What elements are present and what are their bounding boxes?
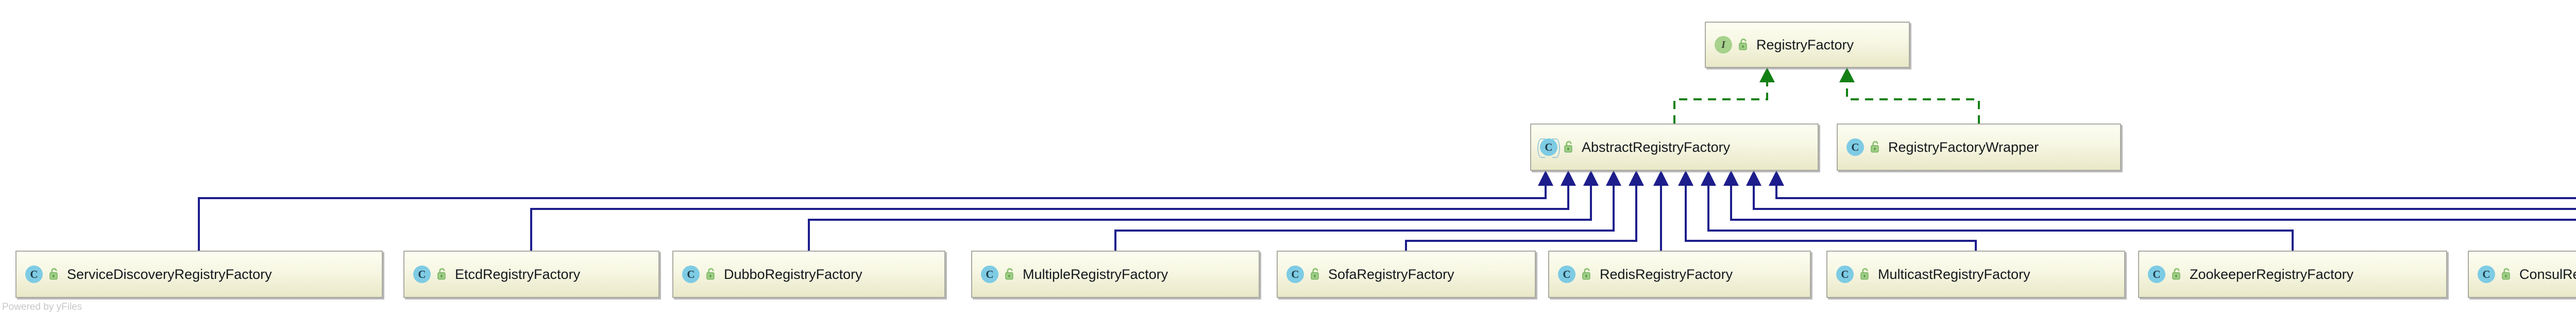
unlock-public-icon <box>437 268 446 280</box>
unlock-public-icon <box>2502 268 2510 280</box>
class-marker-icon: C <box>2476 264 2497 285</box>
uml-node-redis-registry-factory[interactable]: C RedisRegistryFactory <box>1548 251 1811 298</box>
interface-letter: I <box>1715 36 1732 54</box>
uml-node-sofa-registry-factory[interactable]: C SofaRegistryFactory <box>1277 251 1536 298</box>
uml-node-label: EtcdRegistryFactory <box>455 266 581 282</box>
abstract-class-marker-icon: C <box>1537 137 1560 158</box>
uml-node-label: RegistryFactoryWrapper <box>1888 139 2039 155</box>
unlock-public-icon <box>1564 140 1572 153</box>
class-marker-icon: C <box>979 264 1000 285</box>
unlock-public-icon <box>49 268 58 280</box>
class-letter: C <box>413 266 431 283</box>
class-letter: C <box>1286 266 1304 283</box>
unlock-public-icon <box>1005 268 1013 280</box>
class-letter: C <box>2148 266 2165 283</box>
unlock-public-icon <box>1860 268 1869 280</box>
unlock-public-icon <box>1582 268 1590 280</box>
class-marker-icon: C <box>2146 264 2167 285</box>
uml-node-label: ServiceDiscoveryRegistryFactory <box>67 266 272 282</box>
edge-extends-service-discovery-registry-factory <box>198 170 1553 251</box>
uml-node-service-discovery-registry-factory[interactable]: C ServiceDiscoveryRegistryFactory <box>15 251 383 298</box>
yfiles-credit-label: Powered by yFiles <box>2 302 82 312</box>
uml-node-label: SofaRegistryFactory <box>1328 266 1454 282</box>
uml-node-consul-registry-factory[interactable]: C ConsulRegistryFactory <box>2468 251 2576 298</box>
class-marker-icon: C <box>24 264 44 285</box>
uml-node-label: RedisRegistryFactory <box>1600 266 1733 282</box>
uml-node-registry-factory-wrapper[interactable]: C RegistryFactoryWrapper <box>1837 124 2121 171</box>
uml-node-label: MulticastRegistryFactory <box>1878 266 2030 282</box>
class-marker-icon: C <box>681 264 701 285</box>
class-marker-icon: C <box>1285 264 1306 285</box>
uml-node-etcd-registry-factory[interactable]: C EtcdRegistryFactory <box>403 251 659 298</box>
edge-extends-sofa-registry-factory <box>1405 170 1644 251</box>
class-letter: C <box>2478 266 2495 283</box>
uml-node-registry-factory[interactable]: I RegistryFactory <box>1705 22 1910 68</box>
uml-node-label: RegistryFactory <box>1756 37 1854 52</box>
class-marker-icon: C <box>1556 264 1577 285</box>
class-marker-icon: C <box>412 264 432 285</box>
uml-node-zookeeper-registry-factory[interactable]: C ZookeeperRegistryFactory <box>2138 251 2447 298</box>
interface-marker-icon: I <box>1713 34 1734 55</box>
edge-extends-consul-registry-factory <box>1723 170 2576 221</box>
unlock-public-icon <box>1739 38 1747 50</box>
edge-extends-dubbo-registry-factory <box>808 170 1599 251</box>
edge-extends-etcd-registry-factory <box>530 170 1576 251</box>
class-letter: C <box>1836 266 1854 283</box>
uml-node-label: ConsulRegistryFactory <box>2519 266 2576 282</box>
edge-extends-zookeeper-registry-factory <box>1701 170 2294 251</box>
edge-extends-multiple-registry-factory <box>1114 170 1621 251</box>
class-marker-icon: C <box>1835 264 1855 285</box>
unlock-public-icon <box>1871 140 1879 153</box>
class-letter: C <box>682 266 700 283</box>
uml-node-multiple-registry-factory[interactable]: C MultipleRegistryFactory <box>971 251 1260 298</box>
uml-node-label: ZookeeperRegistryFactory <box>2190 266 2354 282</box>
class-letter: C <box>1558 266 1575 283</box>
uml-node-label: DubboRegistryFactory <box>724 266 862 282</box>
unlock-public-icon <box>706 268 715 280</box>
class-marker-icon: C <box>1845 137 1866 157</box>
edge-extends-multicast-registry-factory <box>1678 170 1977 251</box>
edge-extends-redis-registry-factory <box>1653 170 1669 251</box>
class-letter: C <box>25 266 43 283</box>
edge-implements-registry-factory-wrapper <box>1839 67 1980 124</box>
uml-node-dubbo-registry-factory[interactable]: C DubboRegistryFactory <box>672 251 945 298</box>
uml-node-abstract-registry-factory[interactable]: C AbstractRegistryFactory <box>1530 124 1819 171</box>
class-letter: C <box>981 266 998 283</box>
uml-node-label: MultipleRegistryFactory <box>1023 266 1168 282</box>
uml-node-multicast-registry-factory[interactable]: C MulticastRegistryFactory <box>1826 251 2125 298</box>
unlock-public-icon <box>2172 268 2180 280</box>
unlock-public-icon <box>1311 268 1319 280</box>
class-letter: C <box>1846 138 1864 156</box>
edge-extends-abstract-registry-factory-deprecated <box>1746 170 2576 210</box>
edge-extends-nacos-registry-factory <box>1769 170 2576 199</box>
uml-node-label: AbstractRegistryFactory <box>1582 139 1731 155</box>
class-letter: C <box>1540 138 1557 156</box>
edge-implements-abstract-registry-factory <box>1673 67 1775 124</box>
